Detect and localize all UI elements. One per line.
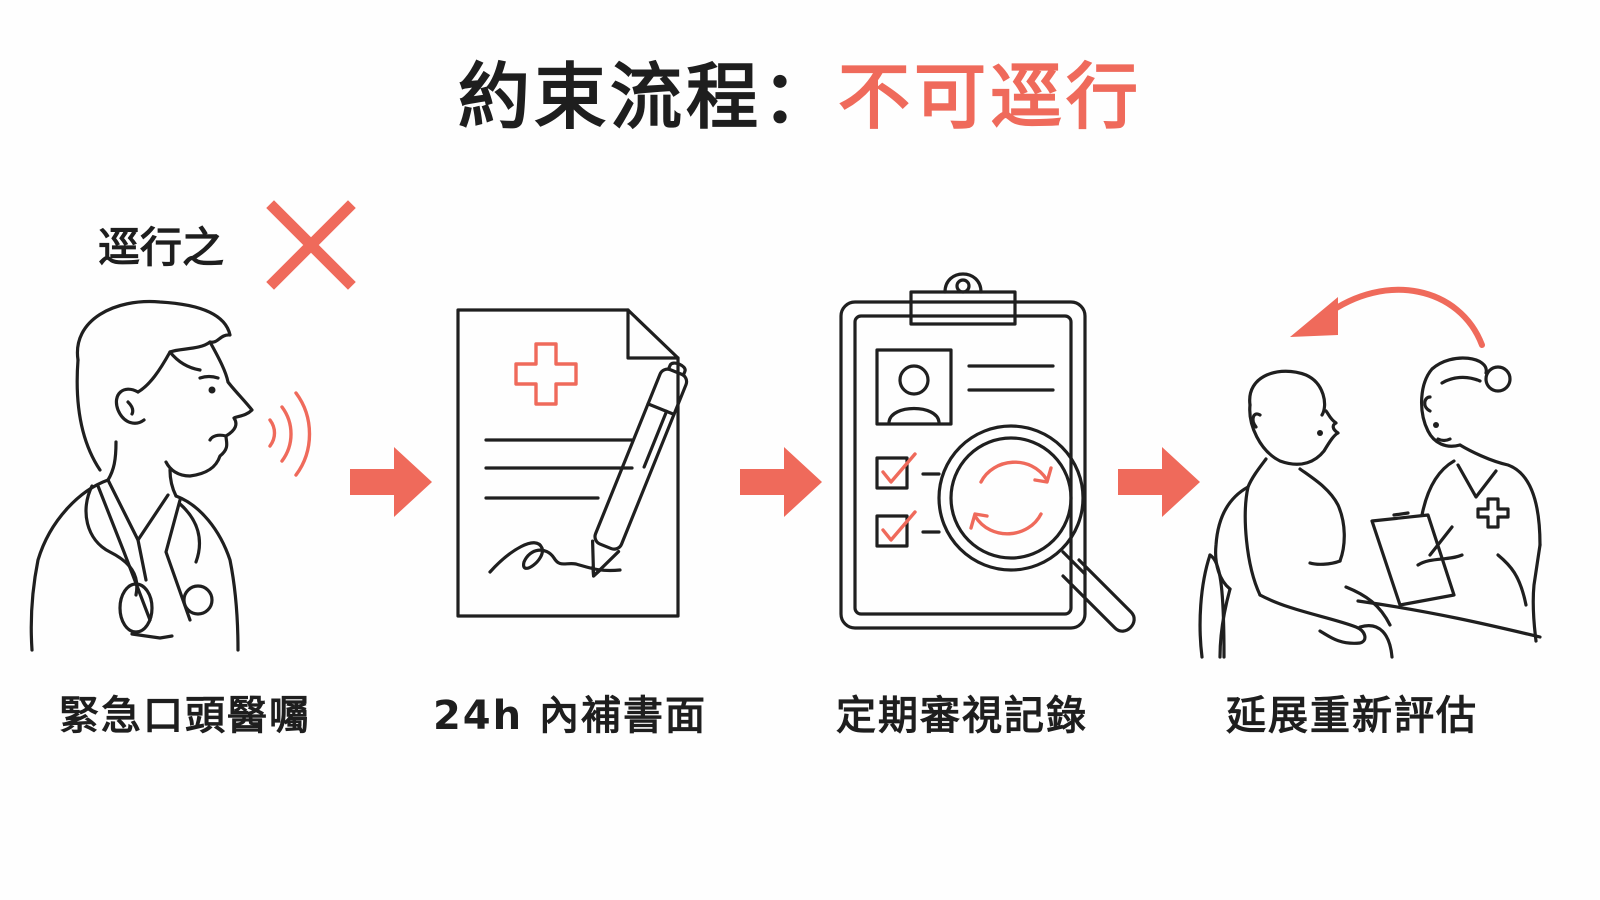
clipboard-review-icon [839,272,1136,633]
patient-nurse-assessment-icon [1198,286,1542,659]
signed-document-icon [456,308,689,618]
speech-waves-icon [268,391,312,477]
step-1-label: 緊急口頭醫囑 [59,693,311,739]
diagram-title: 約束流程：不可逕行 [0,38,1600,143]
doctor-speaking-icon [29,299,254,652]
step-4-label: 延展重新評估 [1226,693,1478,739]
step-3-label: 定期審視記錄 [836,693,1088,739]
cross-mark-icon [266,200,356,290]
arrow-right-icon [1118,447,1200,517]
arrow-right-icon [350,447,432,517]
title-main: 約束流程： [457,55,838,139]
step-1-note: 逕行之 [98,223,225,272]
step-2-label: 24h 內補書面 [432,693,708,739]
arrow-right-icon [740,447,822,517]
title-accent: 不可逕行 [838,55,1143,139]
